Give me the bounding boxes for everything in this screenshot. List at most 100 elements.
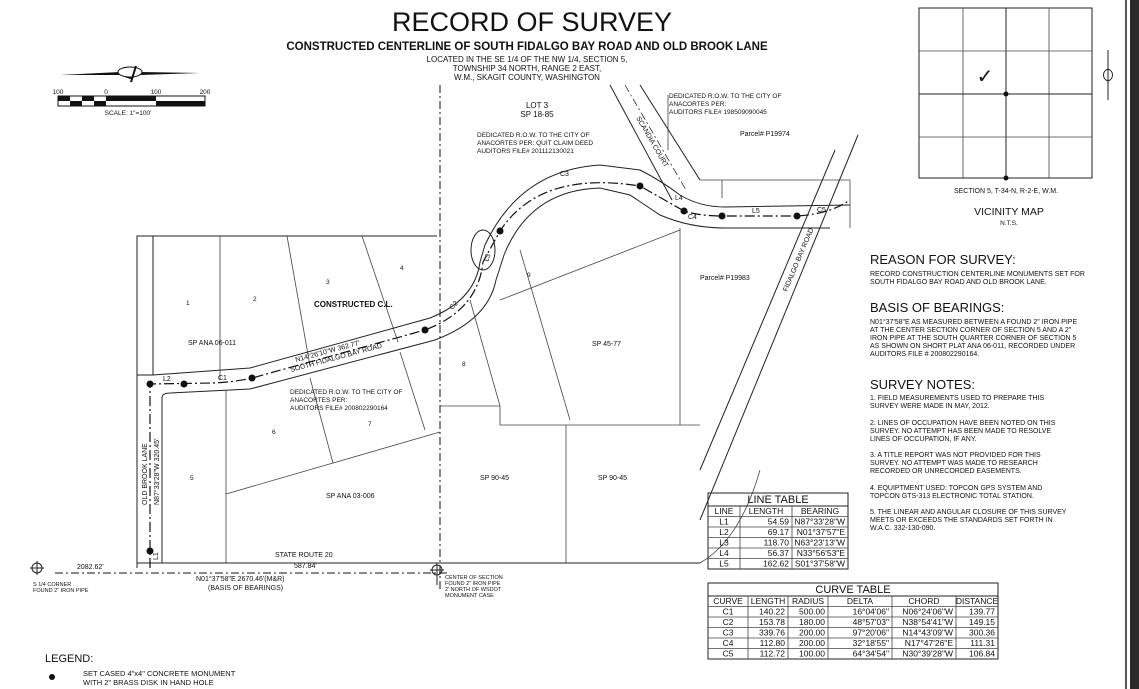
lot-number: 2 xyxy=(253,296,257,303)
row-note: ANACORTES PER: xyxy=(290,397,348,404)
parcel-lines xyxy=(136,84,859,568)
table-cell: 56.37 xyxy=(768,548,790,558)
location-line: W.M., SKAGIT COUNTY, WASHINGTON xyxy=(454,73,600,82)
monument-icon xyxy=(49,674,55,680)
table-cell: 139.77 xyxy=(969,607,995,617)
vicinity-section-label: SECTION 5, T-34-N, R-2-E, W.M. xyxy=(954,188,1058,195)
note-line: LINES OF OCCUPATION, IF ANY. xyxy=(870,436,977,443)
table-header: LINE xyxy=(715,506,734,516)
table-cell: 112.72 xyxy=(760,649,786,659)
table-cell: L5 xyxy=(719,559,729,569)
lot-number: 4 xyxy=(400,265,404,272)
distance-label: 587.84' xyxy=(294,563,317,570)
table-cell: 300.36 xyxy=(969,628,995,638)
table-header: CHORD xyxy=(908,596,939,606)
row-note: DEDICATED R.O.W. TO THE CITY OF xyxy=(290,389,402,396)
fidalgo-bay-road-label: FIDALGO BAY ROAD xyxy=(782,227,815,293)
note-line: RECORD CONSTRUCTION CENTERLINE MONUMENTS… xyxy=(870,271,1085,278)
plat-label: SP 90-45 xyxy=(598,475,627,482)
lot-number: 6 xyxy=(272,429,276,436)
table-cell: 339.76 xyxy=(759,628,785,638)
reason-heading: REASON FOR SURVEY: xyxy=(870,252,1016,267)
row-note: DEDICATED R.O.W. TO THE CITY OF xyxy=(477,132,589,139)
note-line: 1. FIELD MEASUREMENTS USED TO PREPARE TH… xyxy=(870,395,1044,402)
table-cell: L1 xyxy=(719,517,729,527)
note-line: SOUTH FIDALGO BAY ROAD AND OLD BROOK LAN… xyxy=(870,279,1047,286)
location-line: TOWNSHIP 34 NORTH, RANGE 2 EAST, xyxy=(453,64,601,73)
note-line: 4. EQUIPTMENT USED: TOPCON GPS SYSTEM AN… xyxy=(870,485,1042,492)
legend: LEGEND: SET CASED 4"x4" CONCRETE MONUMEN… xyxy=(45,653,236,687)
bearing-label: N87°33'28"W 320.45' xyxy=(153,439,161,505)
legend-item: SET CASED 4"x4" CONCRETE MONUMENT xyxy=(83,669,236,678)
title-block: RECORD OF SURVEY CONSTRUCTED CENTERLINE … xyxy=(286,7,768,82)
segment-label: L3 xyxy=(483,253,492,263)
table-cell: 112.80 xyxy=(760,638,786,648)
table-cell: N87°33'28"W xyxy=(794,517,845,527)
iron-pipe-icon xyxy=(30,561,44,575)
ornament-icon xyxy=(1103,50,1113,100)
table-cell: C1 xyxy=(723,607,734,617)
table-header: RADIUS xyxy=(792,596,824,606)
note-line: N01°37'58"E AS MEASURED BETWEEN A FOUND … xyxy=(870,318,1077,326)
note-line: SURVEY WERE MADE IN MAY, 2012. xyxy=(870,403,990,410)
line-table: LINE TABLELINEL1L2L3L4L5LENGTH54.5969.17… xyxy=(707,492,849,570)
monument-points xyxy=(146,182,801,555)
plat-label: SP 45-77 xyxy=(592,341,621,348)
page-subtitle: CONSTRUCTED CENTERLINE OF SOUTH FIDALGO … xyxy=(286,41,768,53)
basis-heading: BASIS OF BEARINGS: xyxy=(870,300,1004,315)
scale-tick: 0 xyxy=(104,89,108,96)
parcel-label: Parcel# P19974 xyxy=(740,131,790,138)
row-note: ANACORTES PER: xyxy=(669,101,727,108)
table-cell: 162.62 xyxy=(763,559,789,569)
row-note: AUDITORS FILE# 200802290164 xyxy=(290,405,388,412)
segment-label: C5 xyxy=(817,207,826,214)
table-cell: C2 xyxy=(723,617,734,627)
segment-label: C3 xyxy=(560,171,569,178)
lot3-label: SP 18-85 xyxy=(520,110,554,119)
corner-note: FOUND 2" IRON PIPE xyxy=(33,588,89,594)
table-cell: 111.31 xyxy=(970,638,995,648)
table-cell: S01°37'58"W xyxy=(795,559,845,569)
table-cell: N17°47'26"E xyxy=(905,638,954,648)
old-brook-lane-label: OLD BROOK LANE xyxy=(142,443,149,505)
row-note: AUDITORS FILE# 201112130021 xyxy=(477,148,574,155)
location-line: LOCATED IN THE SE 1/4 OF THE NW 1/4, SEC… xyxy=(427,55,628,64)
table-frame xyxy=(707,492,849,570)
table-cell: 180.00 xyxy=(799,617,825,627)
segment-label: L1 xyxy=(153,552,160,560)
scale-tick: 100 xyxy=(151,89,162,96)
table-cell: 32°18'55" xyxy=(853,638,889,648)
table-header: LENGTH xyxy=(751,596,785,606)
table-cell: 16°04'06" xyxy=(853,607,889,617)
curve-table: CURVE TABLECURVEC1C2C3C4C5LENGTH140.2215… xyxy=(707,582,999,660)
table-header: DELTA xyxy=(847,596,873,606)
table-cell: C4 xyxy=(723,638,734,648)
lot-number: 9 xyxy=(527,272,531,279)
vicinity-title: VICINITY MAP xyxy=(974,206,1044,218)
table-header: LENGTH xyxy=(749,506,783,516)
segment-label: C4 xyxy=(688,214,697,221)
cul-de-sac xyxy=(470,229,496,271)
note-line: SURVEY. NO ATTEMPT WAS MADE TO RESEARCH xyxy=(870,460,1038,467)
table-cell: 54.59 xyxy=(768,517,790,527)
notes-section: REASON FOR SURVEY: RECORD CONSTRUCTION C… xyxy=(870,252,1085,532)
row-note: DEDICATED R.O.W. TO THE CITY OF xyxy=(669,93,781,100)
map-labels: LOT 3 SP 18-85 DEDICATED R.O.W. TO THE C… xyxy=(33,93,826,599)
row-note: ANACORTES PER: QUIT CLAIM DEED xyxy=(477,140,593,147)
table-cell: 140.22 xyxy=(759,607,785,617)
corner-note: S 1/4 CORNER xyxy=(33,582,71,588)
note-line: W.A.C. 332-130-090. xyxy=(870,525,935,532)
segment-label: C2 xyxy=(448,300,459,311)
lot-number: 1 xyxy=(186,300,190,307)
constructed-cl-label: CONSTRUCTED C.L. xyxy=(314,300,393,309)
table-cell: C5 xyxy=(723,649,734,659)
note-line: 3. A TITLE REPORT WAS NOT PROVIDED FOR T… xyxy=(870,452,1041,459)
table-cell: 200.00 xyxy=(799,628,825,638)
table-cell: N06°24'06"W xyxy=(902,607,953,617)
note-line: MEETS OR EXCEEDS THE STANDARDS SET FORTH… xyxy=(870,517,1053,524)
table-header: CURVE xyxy=(713,596,743,606)
scale-label: SCALE: 1"=100' xyxy=(105,110,152,117)
north-arrow-icon xyxy=(60,65,200,83)
sheet-edge xyxy=(1130,0,1139,689)
